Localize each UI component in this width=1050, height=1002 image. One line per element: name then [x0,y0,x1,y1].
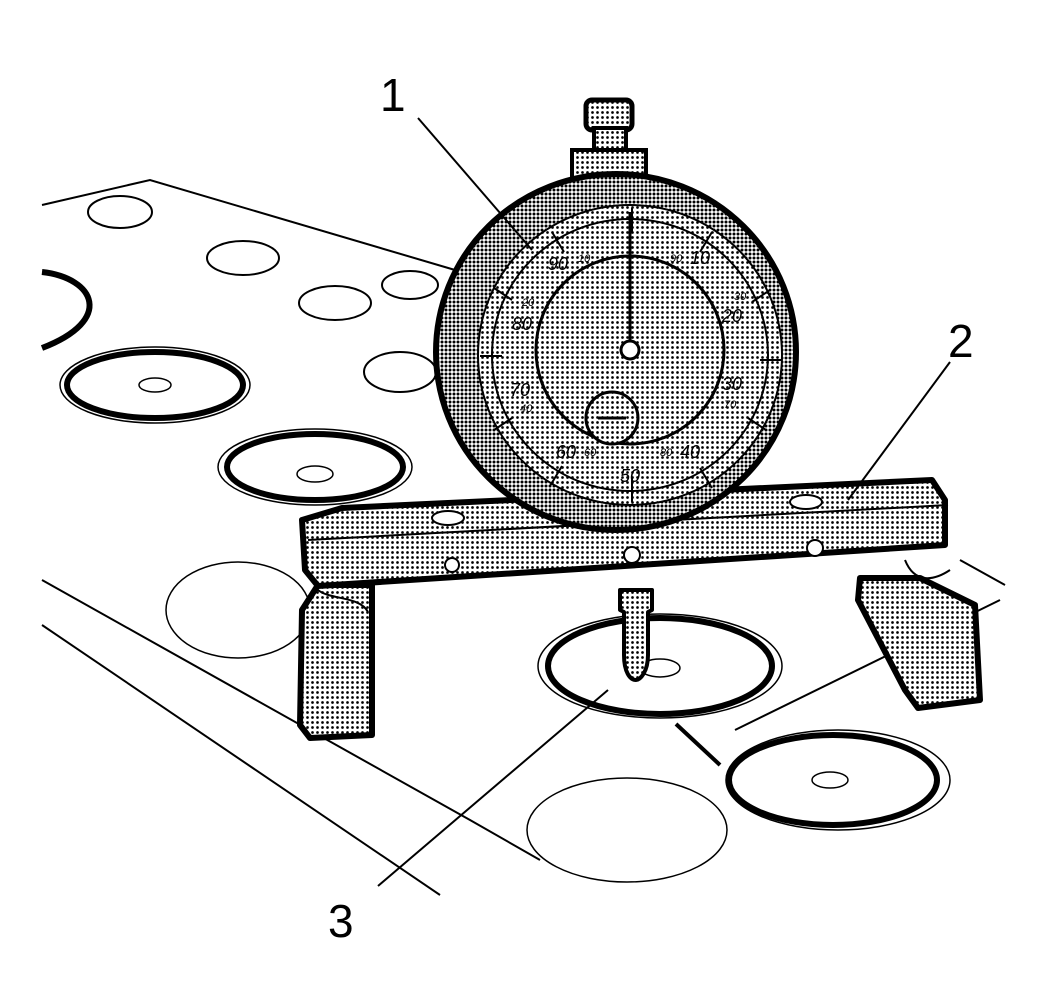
callout-label-gauge-bar: 2 [948,315,974,367]
leader-line-3 [377,689,609,887]
cylinder-bore-a [59,346,251,424]
dial-numerals: 90 80 70 60 50 40 30 20 10 10 20 30 40 9… [510,248,747,486]
dial-inner-label-70: 70 [724,399,737,411]
dial-outer-label-10: 10 [690,248,710,268]
dial-outer-label-50: 50 [620,466,640,486]
dial-outer-label-20: 20 [721,306,742,326]
dial-inner-label-80: 80 [660,447,673,459]
cylinder-bore-left-partial [40,269,93,351]
dial-outer-label-70: 70 [510,380,530,400]
dial-ticks [480,208,782,502]
dial-inner-label-20: 20 [521,297,535,309]
cylinder-bore-e [725,729,951,831]
cylinder-bore-d [526,777,728,883]
callout-label-cylinder-bore: 3 [328,895,354,947]
dial-inner-label-90: 90 [670,253,683,265]
measured-bore [537,613,783,719]
cylinder-bore-c [165,561,311,659]
leader-line-2 [847,361,951,501]
dial-outer-label-80: 80 [512,314,532,334]
gauge-bar [297,477,983,741]
dial-outer-label-40: 40 [680,442,700,462]
dial-inner-label-10: 10 [578,253,591,265]
dial-outer-label-30: 30 [722,374,742,394]
leader-line-1 [417,117,533,251]
deck-ports [87,195,439,393]
dial-outer-label-90: 90 [548,254,568,274]
cylinder-bore-b [217,428,413,506]
dial-inner-label-60: 60 [584,447,597,459]
bore-rim-link [674,722,722,767]
callout-label-dial-gauge: 1 [380,69,406,121]
dial-inner-label-30: 30 [734,291,747,303]
dial-gauge [433,97,799,533]
dial-inner-label-40: 40 [520,403,533,415]
leader-lines [377,117,951,887]
dial-outer-label-60: 60 [556,442,576,462]
